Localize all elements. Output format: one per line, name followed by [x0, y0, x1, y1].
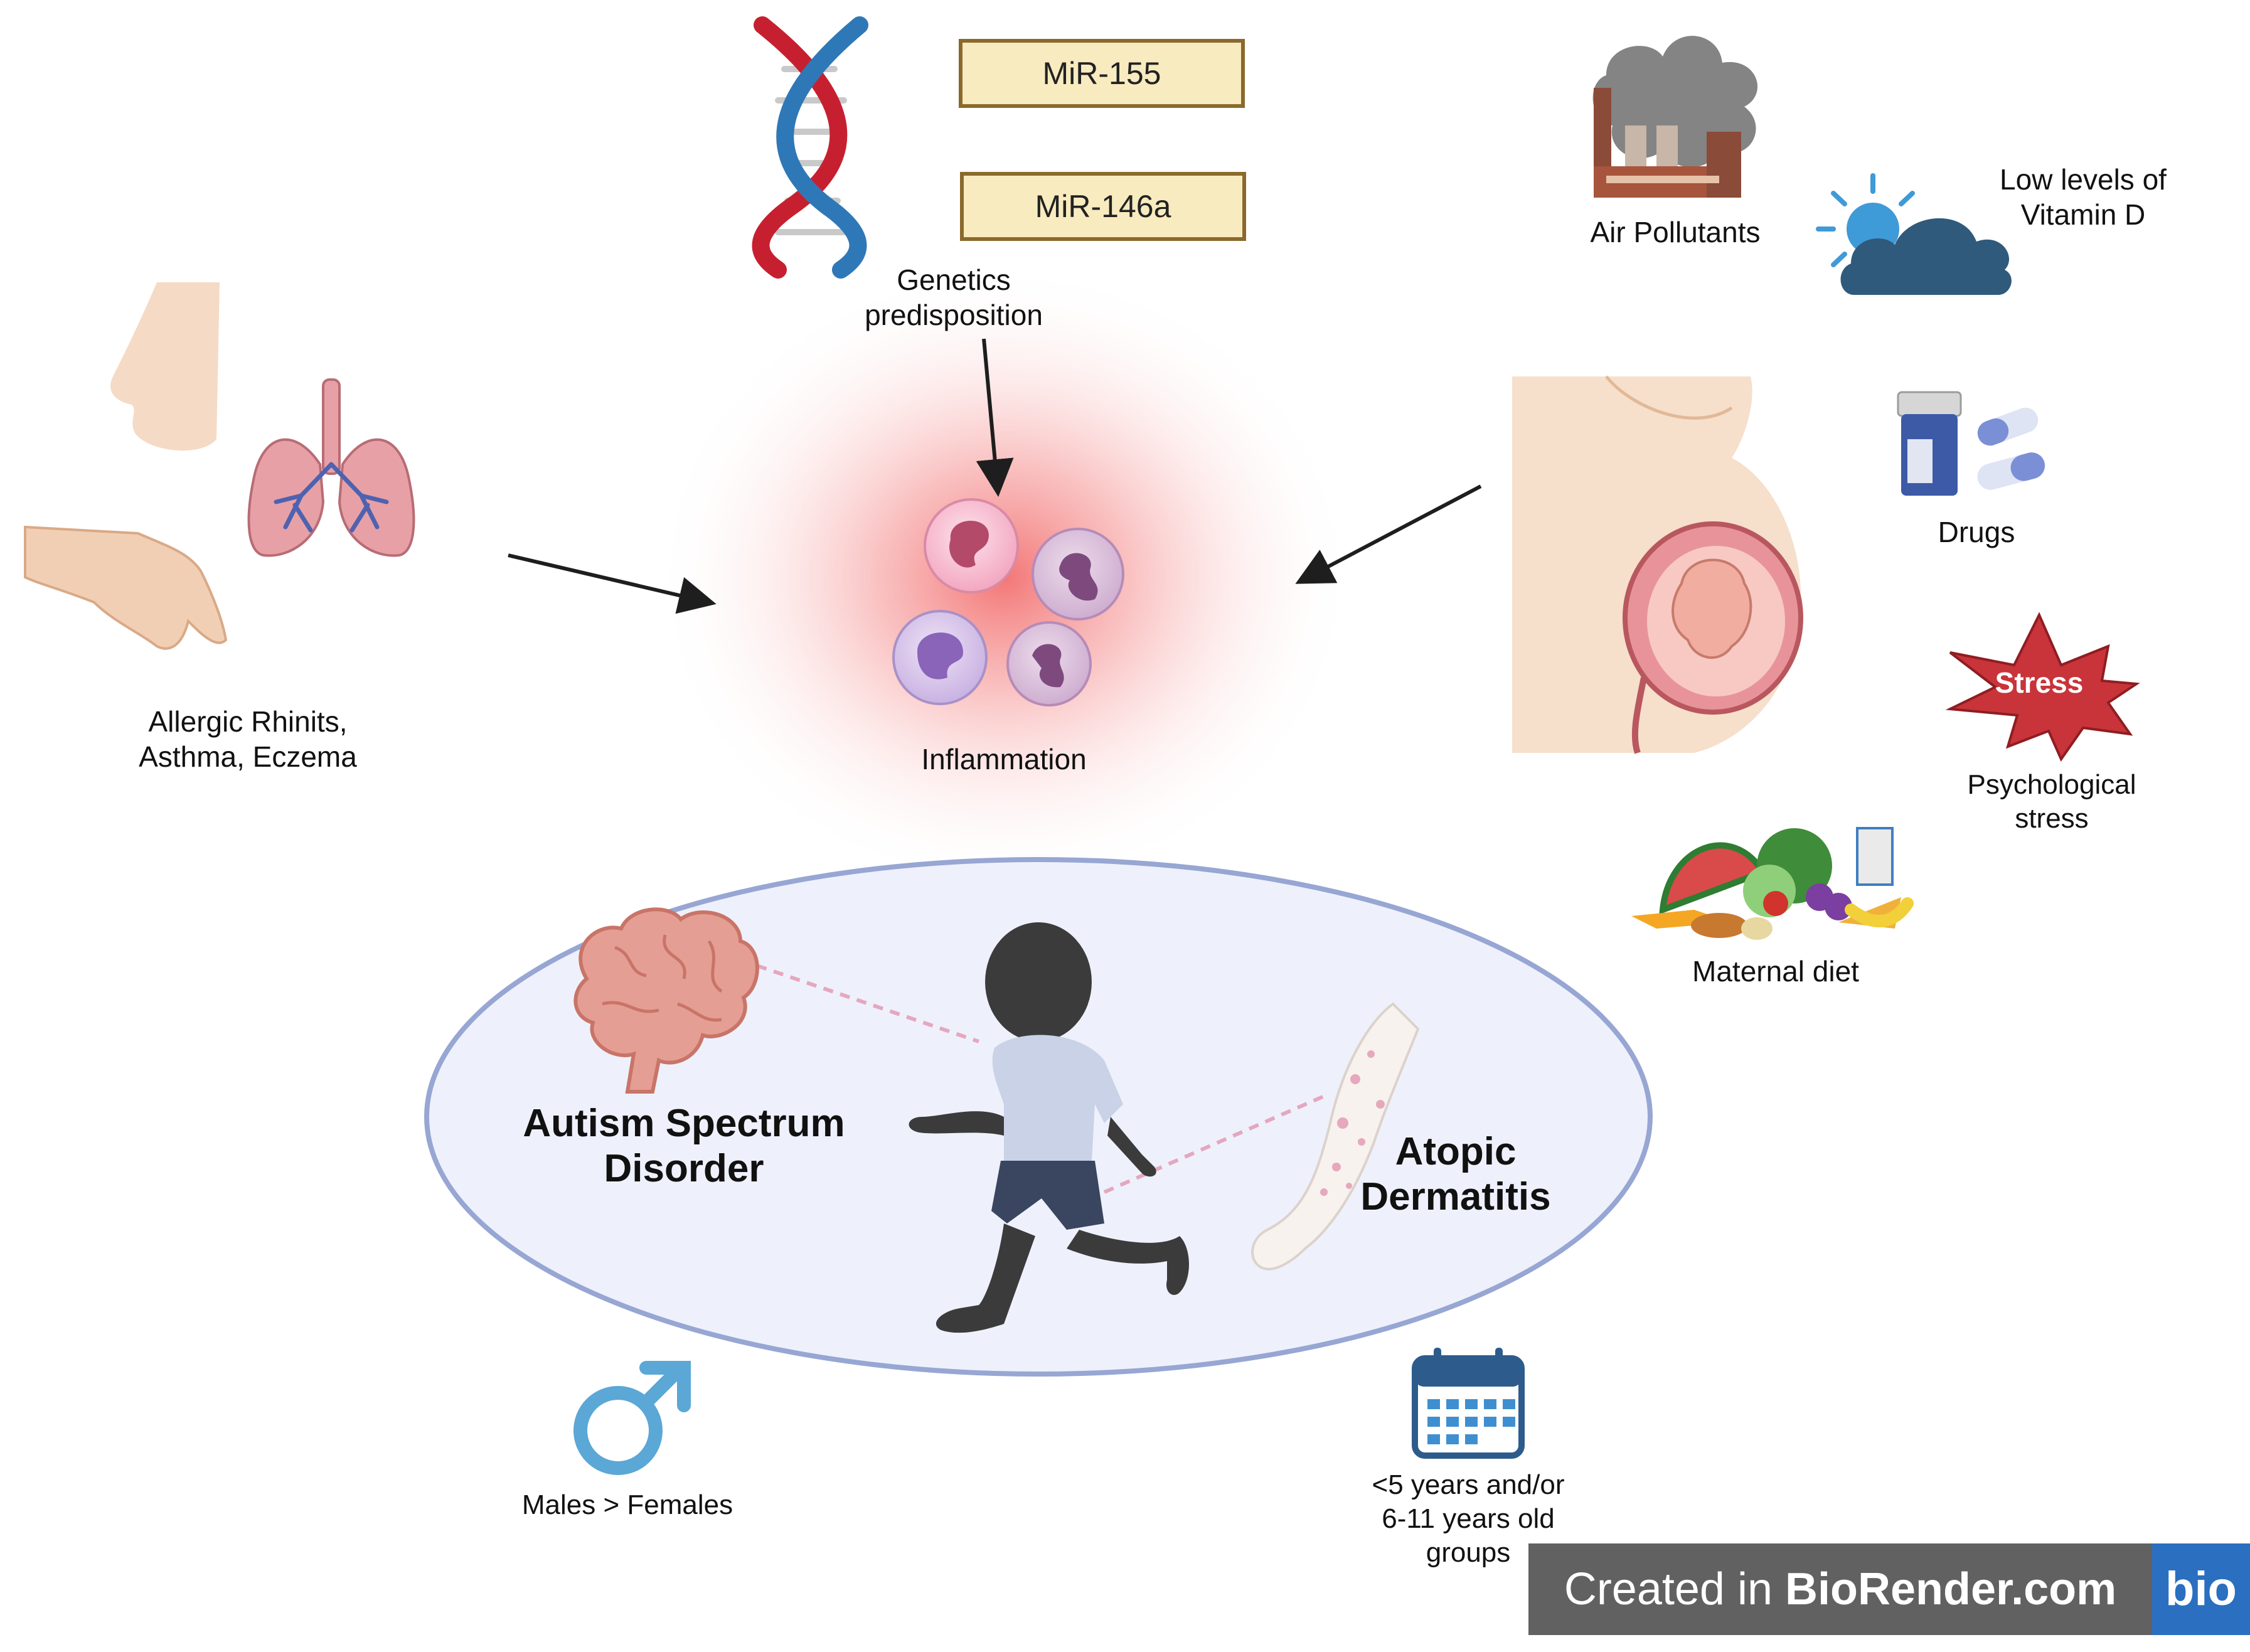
stress-badge-label: Stress: [1995, 666, 2084, 699]
connector-skin: [1103, 1093, 1328, 1194]
psych-stress-line1: Psychological: [1967, 769, 2136, 800]
mir155-box: MiR-155: [959, 39, 1245, 108]
vitamin-d-label: Low levels of Vitamin D: [1964, 162, 2202, 232]
pregnancy-icon: [1512, 375, 1803, 754]
watermark-prefix: Created in: [1564, 1564, 1786, 1614]
mir146a-box: MiR-146a: [960, 172, 1246, 241]
maternal-diet-label: Maternal diet: [1692, 955, 1859, 988]
allergic-line1: Allergic Rhinits,: [148, 705, 348, 738]
arrow-genetics: [976, 338, 1014, 497]
connector-brain: [740, 958, 979, 1043]
age-groups-label: <5 years and/or 6-11 years old groups: [1330, 1468, 1606, 1570]
food-icon: [1631, 827, 1914, 940]
drugs-label: Drugs: [1938, 516, 2015, 548]
genetics-label: Genetics predisposition: [822, 262, 1085, 333]
ad-label: Atopic Dermatitis: [1330, 1129, 1581, 1220]
eczema-arm-icon: [1251, 1002, 1420, 1271]
genetics-line1: Genetics: [897, 264, 1011, 296]
asd-line2: Disorder: [604, 1147, 764, 1190]
factory-icon: [1592, 36, 1758, 198]
biorender-watermark: Created in BioRender.com bio: [1528, 1543, 2250, 1635]
arrow-maternal: [1295, 484, 1482, 584]
age-line1: <5 years and/or: [1372, 1469, 1565, 1500]
lungs-icon: [247, 378, 415, 557]
brain-icon: [573, 907, 759, 1094]
vitamin-d-line2: Vitamin D: [2020, 198, 2146, 231]
nose-icon: [110, 282, 220, 451]
immune-cells-icon: [892, 498, 1124, 706]
air-pollutants-label: Air Pollutants: [1590, 216, 1761, 248]
watermark-brand: BioRender.com: [1785, 1564, 2117, 1614]
biorender-logo: bio: [2152, 1543, 2250, 1635]
age-line3: groups: [1426, 1537, 1511, 1568]
male-symbol-icon: [573, 1361, 691, 1475]
arrow-allergic: [508, 553, 717, 614]
dna-icon: [752, 16, 868, 279]
hand-icon: [24, 525, 228, 650]
inflammation-label: Inflammation: [921, 743, 1087, 775]
age-line2: 6-11 years old: [1382, 1503, 1555, 1534]
ad-line1: Atopic: [1395, 1130, 1517, 1173]
psych-stress-line2: stress: [2015, 803, 2089, 834]
allergic-label: Allergic Rhinits, Asthma, Eczema: [94, 704, 402, 774]
sun-cloud-icon: [1816, 173, 2012, 295]
psych-stress-label: Psychological stress: [1939, 768, 2165, 836]
vitamin-d-line1: Low levels of: [2000, 163, 2167, 196]
sex-ratio-label: Males > Females: [521, 1489, 733, 1520]
allergic-line2: Asthma, Eczema: [139, 740, 357, 773]
ad-line2: Dermatitis: [1360, 1175, 1551, 1218]
child-icon: [909, 922, 1189, 1333]
stress-burst-icon: [1945, 612, 2140, 762]
asd-label: Autism Spectrum Disorder: [502, 1101, 866, 1191]
asd-line1: Autism Spectrum: [523, 1102, 845, 1145]
genetics-line2: predisposition: [865, 299, 1043, 331]
watermark-text: Created in BioRender.com: [1528, 1543, 2152, 1635]
drugs-icon: [1897, 391, 2045, 496]
calendar-icon: [1412, 1348, 1525, 1459]
